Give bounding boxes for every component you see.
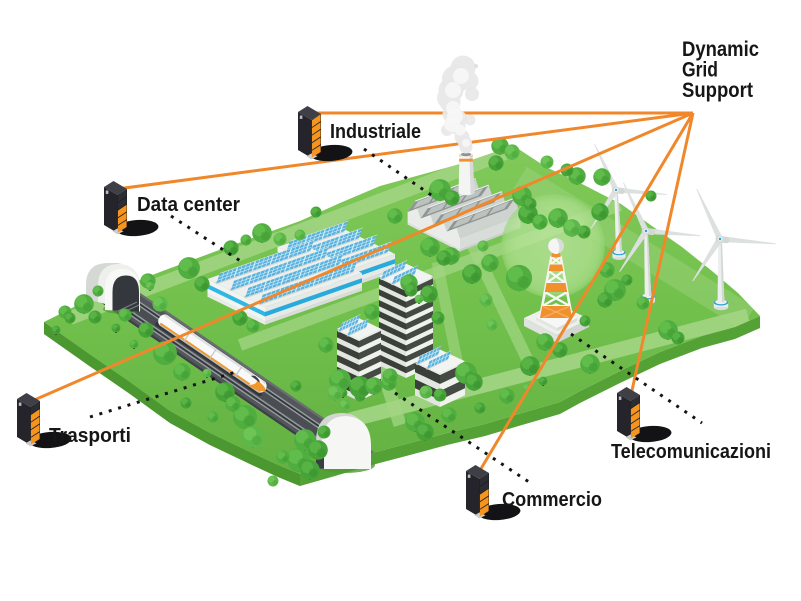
- svg-text:Telecomunicazioni: Telecomunicazioni: [611, 440, 771, 463]
- svg-text:Commercio: Commercio: [502, 488, 602, 511]
- svg-text:Data center: Data center: [137, 193, 240, 216]
- svg-text:Dynamic: Dynamic: [682, 38, 759, 61]
- svg-text:Support: Support: [682, 79, 753, 102]
- svg-text:Industriale: Industriale: [330, 120, 421, 143]
- svg-text:Grid: Grid: [682, 59, 718, 82]
- svg-text:Trasporti: Trasporti: [49, 424, 131, 447]
